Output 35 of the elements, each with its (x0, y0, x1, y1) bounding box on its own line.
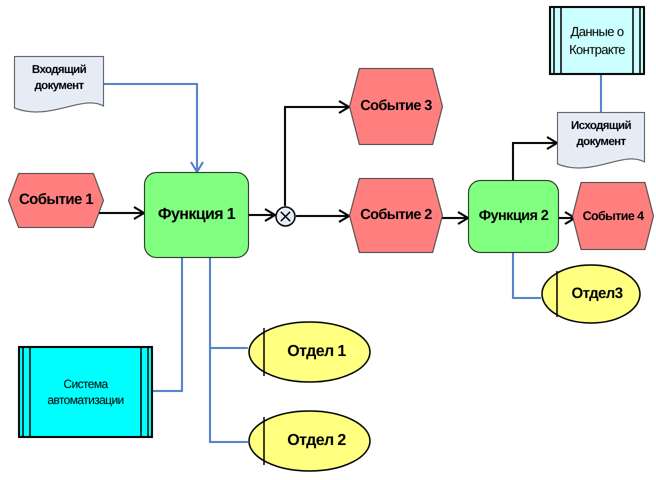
event-label: Событие 2 (360, 206, 432, 225)
system-box (549, 6, 645, 75)
arrow (249, 208, 276, 222)
org-unit-label: Отдел 1 (287, 342, 346, 362)
xor-connector (275, 206, 296, 227)
arrow (284, 100, 350, 206)
function-label: Функция 1 (158, 205, 236, 226)
connector-line (600, 75, 602, 112)
org-unit-ellipse (248, 410, 371, 472)
arrow (512, 136, 558, 180)
org-unit-label: Отдел3 (572, 284, 622, 304)
event-label: Событие 4 (582, 208, 644, 224)
event-hexagon (349, 178, 443, 253)
event-hexagon (8, 173, 104, 228)
document-label: Входящий документ (30, 63, 88, 94)
connector-line (209, 258, 248, 443)
function-box (468, 180, 559, 253)
system-box (18, 346, 153, 438)
event-label: Событие 1 (18, 190, 94, 210)
arrow (104, 83, 204, 173)
org-unit-ellipse (248, 321, 371, 383)
function-label: Функция 2 (478, 206, 548, 226)
connector-line (512, 253, 541, 299)
system-label: Система автоматизации (46, 376, 125, 408)
event-hexagon (349, 68, 443, 145)
arrow (99, 206, 145, 220)
connector-line (153, 258, 183, 392)
event-label: Событие 3 (360, 96, 432, 116)
arrow (296, 209, 350, 223)
org-unit-label: Отдел 2 (287, 431, 346, 452)
org-unit-ellipse (541, 264, 641, 324)
event-hexagon (572, 182, 654, 250)
document-label: Исходящий документ (570, 119, 632, 150)
system-label: Данные о Контракте (568, 22, 626, 58)
function-box (144, 172, 249, 258)
